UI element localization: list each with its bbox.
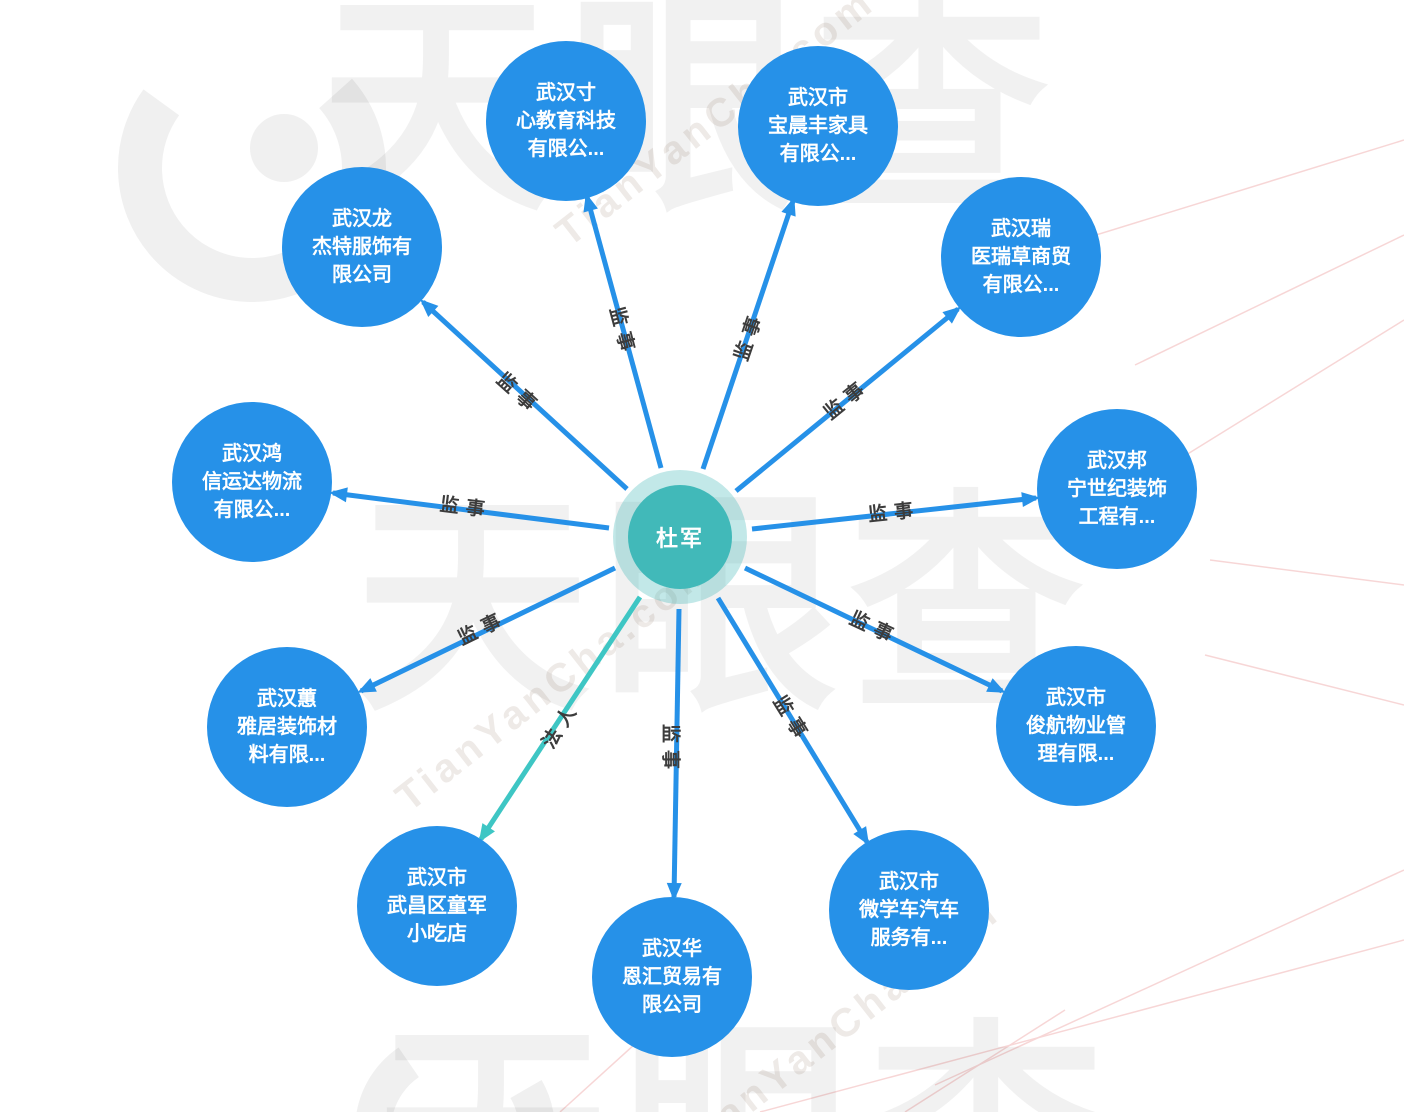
company-node-label: 武汉鸿 信运达物流 有限公... xyxy=(202,443,302,521)
edge-supervisor-4 xyxy=(329,487,610,531)
edge-label-supervisor-10: 监事 xyxy=(768,692,814,748)
edge-label-supervisor-3: 监事 xyxy=(820,375,875,425)
company-node-label: 武汉蕙 雅居装饰材 料有限... xyxy=(237,688,337,766)
edge-supervisor-6 xyxy=(357,565,617,694)
edge-label-supervisor-0: 监事 xyxy=(605,304,639,361)
company-node-tongjun-snack-shop[interactable]: 武汉市 武昌区童军 小吃店 xyxy=(357,826,517,986)
company-node-baochenfeng-furniture[interactable]: 武汉市 宝晨丰家具 有限公... xyxy=(738,46,898,206)
company-node-label: 武汉邦 宁世纪装饰 工程有... xyxy=(1067,450,1167,528)
company-node-hongxinyunda-logistics[interactable]: 武汉鸿 信运达物流 有限公... xyxy=(172,402,332,562)
company-node-label: 武汉市 微学车汽车 服务有... xyxy=(859,871,959,949)
person-node-label: 杜军 xyxy=(655,526,704,551)
person-node-core: 杜军 xyxy=(628,485,732,589)
company-node-ruiyiruicao-trade[interactable]: 武汉瑞 医瑞草商贸 有限公... xyxy=(941,177,1101,337)
edge-label-legal-rep-8: 法人 xyxy=(538,697,585,753)
company-node-bangning-decoration[interactable]: 武汉邦 宁世纪装饰 工程有... xyxy=(1037,409,1197,569)
edge-label-supervisor-1: 监事 xyxy=(731,307,769,364)
company-node-cunxin-education[interactable]: 武汉寸 心教育科技 有限公... xyxy=(486,41,646,201)
edge-supervisor-2 xyxy=(420,299,629,491)
edge-supervisor-3 xyxy=(734,306,962,493)
edge-supervisor-10 xyxy=(715,596,870,846)
edge-supervisor-7 xyxy=(743,565,1006,694)
edge-label-supervisor-2: 监事 xyxy=(492,369,546,420)
company-node-huaenhui-trade[interactable]: 武汉华 恩汇贸易有 限公司 xyxy=(592,897,752,1057)
edge-legal-rep-8 xyxy=(478,595,643,843)
company-node-label: 武汉华 恩汇贸易有 限公司 xyxy=(622,938,722,1016)
edge-label-supervisor-5: 监事 xyxy=(867,499,922,527)
company-node-label: 武汉瑞 医瑞草商贸 有限公... xyxy=(971,218,1071,296)
company-node-longjiete-apparel[interactable]: 武汉龙 杰特服饰有 限公司 xyxy=(282,167,442,327)
edge-supervisor-5 xyxy=(751,492,1040,532)
edge-label-supervisor-6: 监事 xyxy=(454,607,511,650)
person-node[interactable]: 杜军 xyxy=(613,470,747,604)
company-node-label: 武汉市 俊航物业管 理有限... xyxy=(1026,687,1126,765)
edge-supervisor-0 xyxy=(583,193,664,469)
edge-label-supervisor-9: 监事 xyxy=(659,723,681,777)
edge-label-supervisor-4: 监事 xyxy=(438,494,493,522)
company-node-label: 武汉市 武昌区童军 小吃店 xyxy=(387,867,487,945)
company-node-label: 武汉市 宝晨丰家具 有限公... xyxy=(768,87,868,165)
edge-supervisor-1 xyxy=(700,197,796,470)
company-node-label: 武汉龙 杰特服饰有 限公司 xyxy=(312,208,412,286)
company-node-junhang-property[interactable]: 武汉市 俊航物业管 理有限... xyxy=(996,646,1156,806)
company-node-weixueche-auto[interactable]: 武汉市 微学车汽车 服务有... xyxy=(829,830,989,990)
company-node-label: 武汉寸 心教育科技 有限公... xyxy=(516,82,616,160)
edge-supervisor-9 xyxy=(666,608,682,901)
edge-label-supervisor-7: 监事 xyxy=(846,608,903,650)
company-node-huiyaju-materials[interactable]: 武汉蕙 雅居装饰材 料有限... xyxy=(207,647,367,807)
